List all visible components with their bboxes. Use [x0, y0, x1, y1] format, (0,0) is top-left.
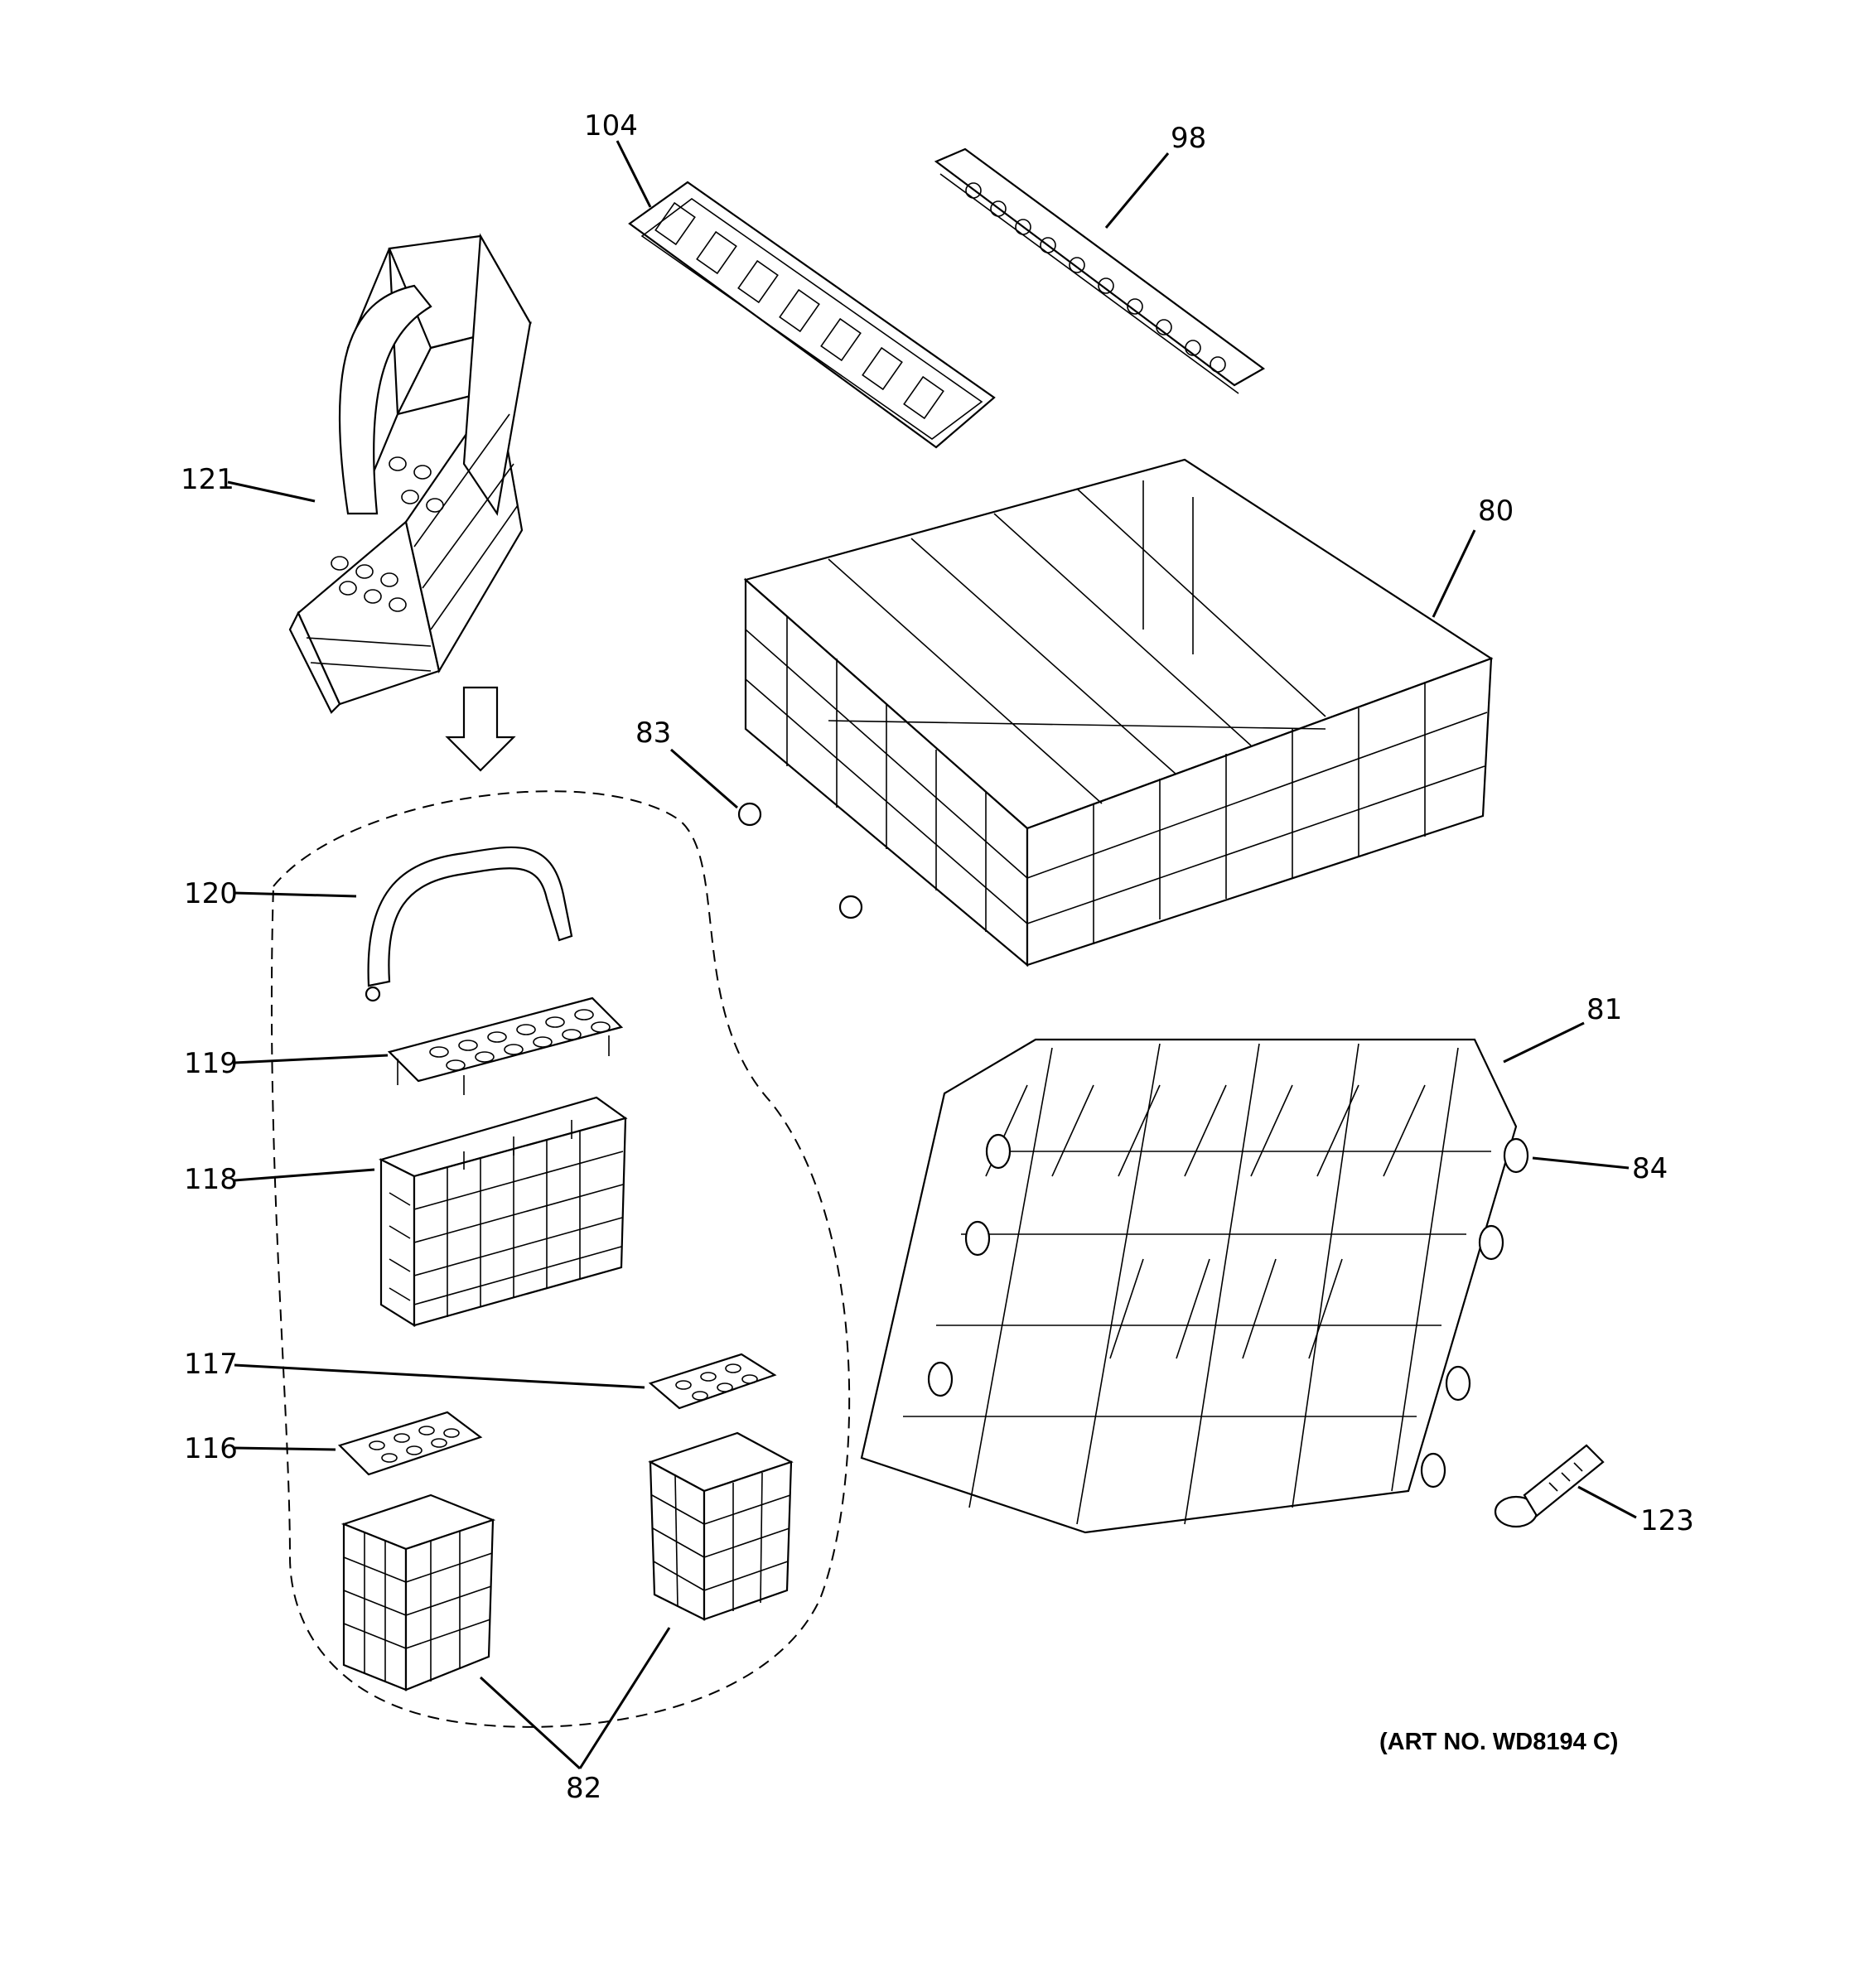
- part-116-small-lid: [337, 1411, 483, 1476]
- arrow-down-icon: [445, 686, 516, 772]
- part-119-basket-lid: [387, 996, 624, 1095]
- callout-118: 118: [184, 1163, 238, 1196]
- callout-116: 116: [184, 1432, 238, 1465]
- part-83-rack-wheel: [737, 802, 863, 919]
- part-120-basket-handle: [365, 846, 573, 1002]
- part-98-tine-row: [934, 147, 1266, 394]
- part-104-tine-row: [628, 181, 996, 449]
- part-118-main-basket: [378, 1096, 628, 1327]
- callout-82: 82: [566, 1772, 601, 1805]
- callout-104: 104: [584, 109, 638, 142]
- part-80-upper-rack: [743, 458, 1494, 967]
- callout-121: 121: [181, 463, 234, 496]
- part-82-small-basket-right: [648, 1431, 794, 1621]
- callout-81: 81: [1586, 993, 1622, 1026]
- callout-98: 98: [1171, 122, 1206, 155]
- art-number: (ART NO. WD8194 C): [1379, 1729, 1618, 1755]
- callout-84: 84: [1632, 1152, 1668, 1185]
- part-123-spray-tool: [1494, 1444, 1605, 1528]
- callout-117: 117: [184, 1348, 238, 1381]
- exploded-view-outline: [270, 790, 851, 1728]
- part-117-small-lid: [648, 1353, 777, 1410]
- callout-119: 119: [184, 1047, 238, 1080]
- part-84-roller-wheel: [927, 1133, 1529, 1489]
- leader-lines: [227, 140, 1637, 1770]
- part-121-silverware-basket: [288, 233, 533, 714]
- part-81-lower-rack: [860, 1038, 1518, 1534]
- callout-120: 120: [184, 877, 238, 910]
- callout-83: 83: [635, 717, 671, 750]
- part-82-small-basket-left: [340, 1493, 496, 1691]
- callout-123: 123: [1640, 1504, 1694, 1537]
- callout-80: 80: [1478, 495, 1514, 528]
